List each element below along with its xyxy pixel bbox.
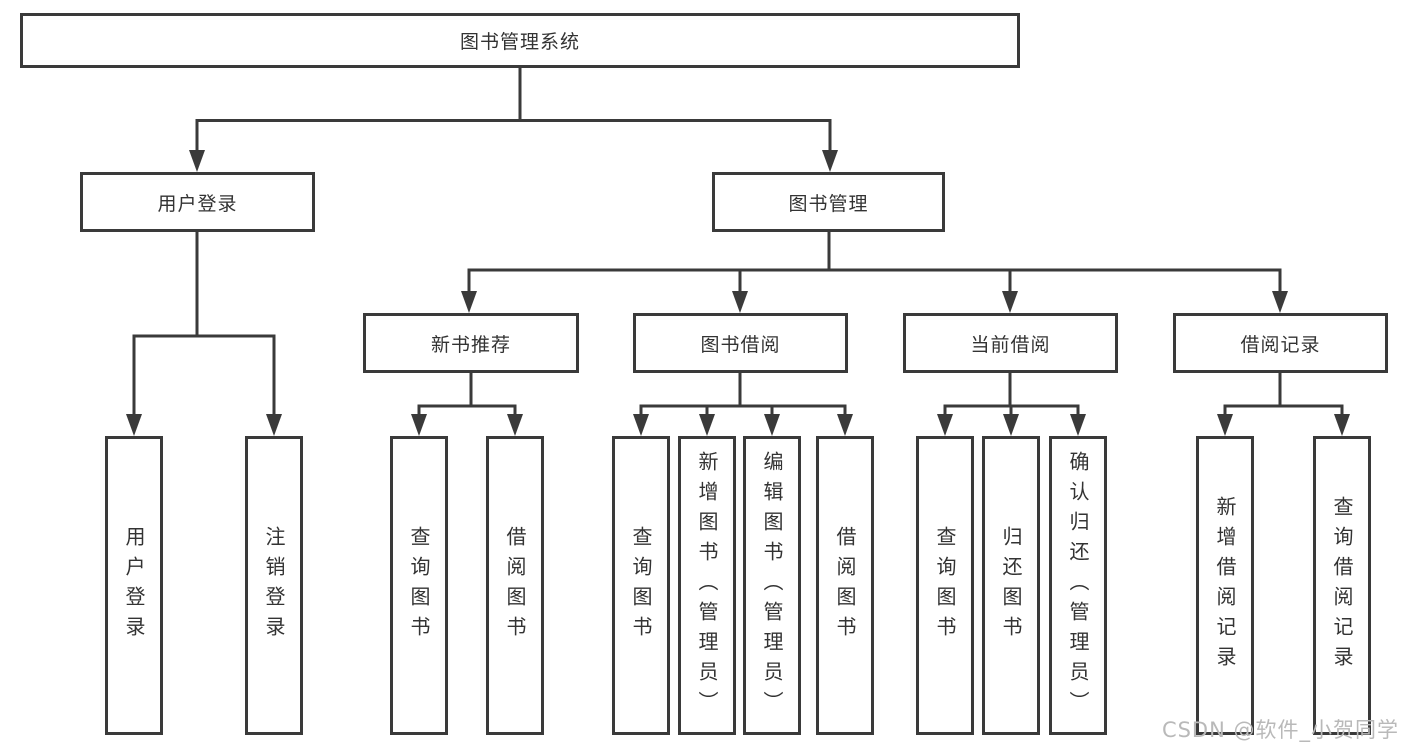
node-book-borrowing: 图书借阅	[633, 313, 848, 373]
leaf-label: 用户登录	[122, 525, 146, 646]
leaf-label: 新增图书（管理员）	[695, 450, 719, 721]
leaf-label: 归还图书	[999, 525, 1023, 646]
arrow-down-icon	[266, 414, 282, 436]
csdn-watermark: CSDN @软件_小贺同学	[1161, 718, 1399, 742]
arrow-down-icon	[411, 414, 427, 436]
arrow-down-icon	[1334, 414, 1350, 436]
arrow-down-icon	[937, 414, 953, 436]
leaf-borrow-books: 借阅图书	[816, 436, 874, 735]
arrow-down-icon	[699, 414, 715, 436]
arrow-down-icon	[764, 414, 780, 436]
arrow-down-icon	[126, 414, 142, 436]
arrow-down-icon	[461, 291, 477, 313]
leaf-confirm-return-admin: 确认归还（管理员）	[1049, 436, 1107, 735]
node-current-borrowing: 当前借阅	[903, 313, 1118, 373]
arrow-down-icon	[1217, 414, 1233, 436]
leaf-query-borrow-record: 查询借阅记录	[1313, 436, 1371, 735]
node-label: 图书管理系统	[459, 31, 580, 53]
leaf-add-book-admin: 新增图书（管理员）	[678, 436, 736, 735]
arrow-down-icon	[189, 150, 205, 172]
leaf-add-borrow-record: 新增借阅记录	[1196, 436, 1254, 735]
node-label: 用户登录	[157, 192, 238, 215]
arrow-down-icon	[1272, 291, 1288, 313]
leaf-query-books-current: 查询图书	[916, 436, 974, 735]
arrow-down-icon	[1003, 414, 1019, 436]
leaf-label: 新增借阅记录	[1213, 495, 1237, 676]
arrow-down-icon	[837, 414, 853, 436]
leaf-label: 编辑图书（管理员）	[760, 450, 784, 721]
node-borrowing-records: 借阅记录	[1173, 313, 1388, 373]
leaf-label: 注销登录	[262, 525, 286, 646]
node-new-book-recommendation: 新书推荐	[363, 313, 579, 373]
leaf-label: 借阅图书	[503, 525, 527, 646]
leaf-label: 查询图书	[933, 525, 957, 646]
node-label: 当前借阅	[970, 333, 1051, 356]
node-book-management: 图书管理	[712, 172, 945, 232]
arrow-down-icon	[822, 150, 838, 172]
leaf-label: 确认归还（管理员）	[1066, 450, 1090, 721]
leaf-edit-book-admin: 编辑图书（管理员）	[743, 436, 801, 735]
leaf-label: 查询图书	[407, 525, 431, 646]
leaf-borrow-books-recommend: 借阅图书	[486, 436, 544, 735]
node-library-management-system: 图书管理系统	[20, 13, 1020, 68]
leaf-label: 查询图书	[629, 525, 653, 646]
node-label: 新书推荐	[430, 333, 511, 356]
leaf-label: 查询借阅记录	[1330, 495, 1354, 676]
leaf-query-books-borrowing: 查询图书	[612, 436, 670, 735]
node-label: 图书管理	[788, 192, 869, 215]
arrow-down-icon	[507, 414, 523, 436]
leaf-logout-login: 注销登录	[245, 436, 303, 735]
arrow-down-icon	[1002, 291, 1018, 313]
leaf-query-books-recommend: 查询图书	[390, 436, 448, 735]
leaf-label: 借阅图书	[833, 525, 857, 646]
arrow-down-icon	[732, 291, 748, 313]
leaf-user-login: 用户登录	[105, 436, 163, 735]
node-label: 借阅记录	[1240, 333, 1321, 356]
leaf-return-books: 归还图书	[982, 436, 1040, 735]
node-label: 图书借阅	[700, 333, 781, 356]
arrow-down-icon	[633, 414, 649, 436]
node-user-login: 用户登录	[80, 172, 315, 232]
arrow-down-icon	[1070, 414, 1086, 436]
